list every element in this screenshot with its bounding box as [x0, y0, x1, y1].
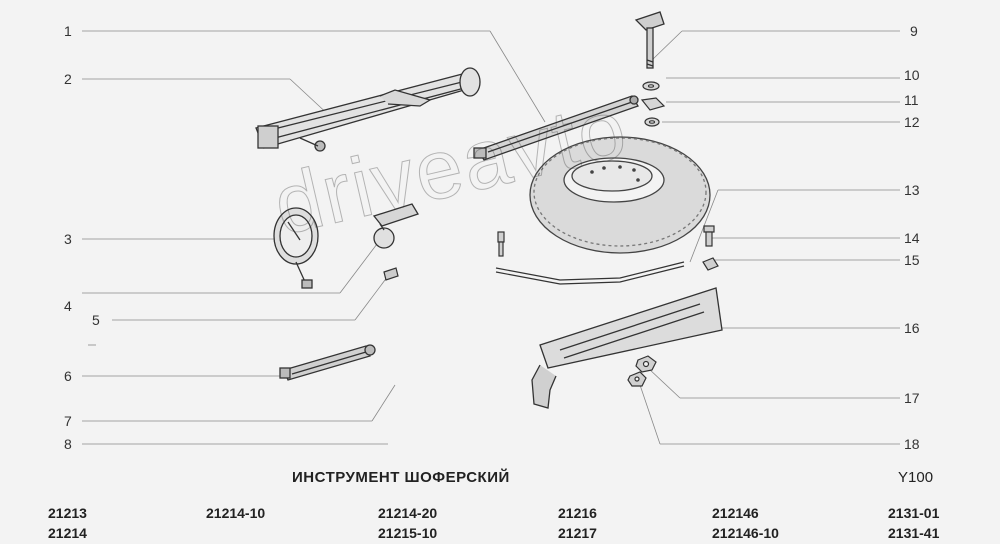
callout-17: 17: [904, 390, 920, 406]
callout-18: 18: [904, 436, 920, 452]
model-col1-b: 21214: [48, 525, 87, 541]
model-col2-a: 21214-10: [206, 505, 266, 521]
model-col4-b: 21217: [558, 525, 597, 541]
callout-11: 11: [904, 92, 919, 108]
screwdriver-drawing: [279, 344, 376, 381]
callout-15: 15: [904, 252, 920, 268]
callout-1: 1: [64, 23, 72, 39]
tyre-gauge-drawing: [273, 207, 319, 289]
model-col4-a: 21216: [558, 505, 597, 521]
model-col5-a: 212146: [712, 505, 759, 521]
callout-5: 5: [92, 312, 100, 328]
model-col6-a: 2131-01: [888, 505, 940, 521]
hold-down-bolt-drawing: [634, 11, 665, 69]
callout-14: 14: [904, 230, 920, 246]
callout-10: 10: [904, 67, 920, 83]
callout-4: 4: [64, 298, 72, 314]
model-col5-b: 212146-10: [712, 525, 779, 541]
callout-6: 6: [64, 368, 72, 384]
callout-3: 3: [64, 231, 72, 247]
model-col3-a: 21214-20: [378, 505, 438, 521]
callout-13: 13: [904, 182, 920, 198]
spanner-drawing: [372, 203, 419, 249]
wheel-wrench-drawing: [473, 95, 639, 161]
small-key-drawing: [383, 267, 399, 281]
model-col3-b: 21215-10: [378, 525, 438, 541]
model-col1-a: 21213: [48, 505, 87, 521]
bolt-nut-drawing: [497, 225, 719, 271]
leader-lines: [82, 30, 900, 445]
nuts-drawing: [627, 355, 657, 387]
tire-strap-drawing: [495, 261, 685, 285]
callout-9: 9: [910, 23, 918, 39]
model-col6-b: 2131-41: [888, 525, 940, 541]
washers-drawing: [640, 81, 666, 127]
callout-8: 8: [64, 436, 72, 452]
callout-7: 7: [64, 413, 72, 429]
bracket-drawing: [531, 287, 723, 409]
spare-tire-drawing: [529, 136, 711, 254]
callout-12: 12: [904, 114, 920, 130]
callout-2: 2: [64, 71, 72, 87]
page-code: Y100: [898, 469, 934, 486]
callout-16: 16: [904, 320, 920, 336]
diagram-title: ИНСТРУМЕНТ ШОФЕРСКИЙ: [292, 469, 510, 486]
jack-drawing: [255, 67, 481, 152]
